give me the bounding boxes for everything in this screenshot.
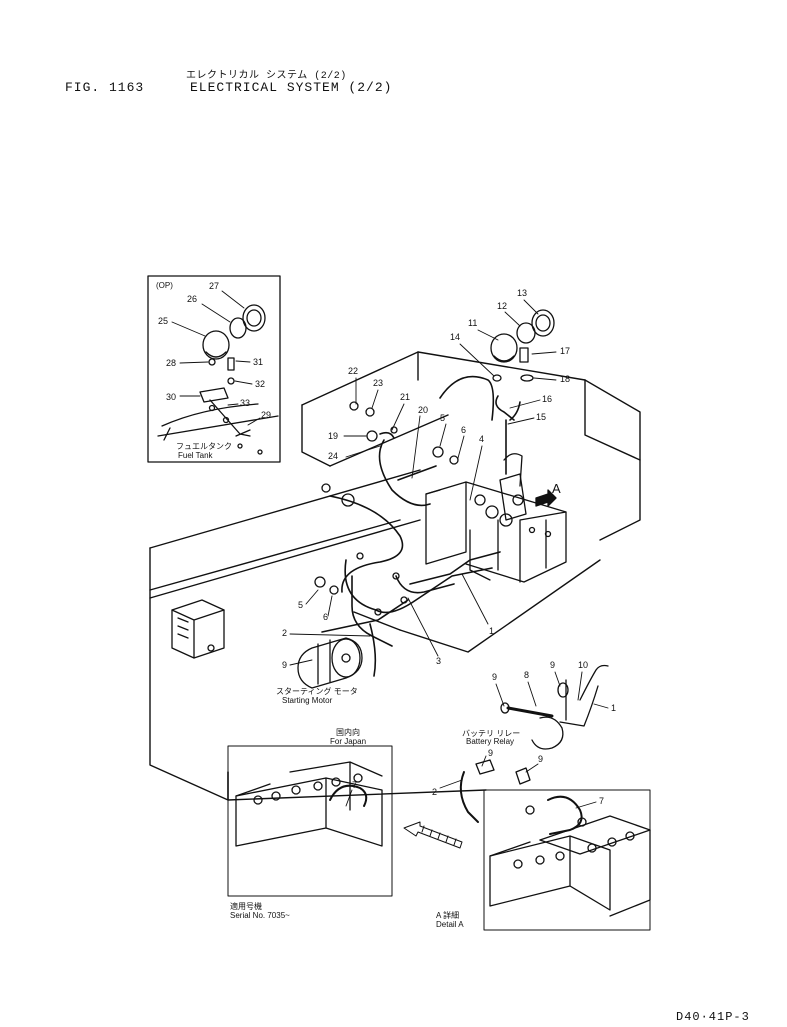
for-japan-label-jp: 国内向 — [336, 728, 360, 737]
callout-19: 19 — [328, 431, 339, 441]
callout-5-top: 5 — [440, 413, 446, 423]
callout-6-top: 6 — [461, 425, 467, 435]
starting-motor-label-en: Starting Motor — [282, 696, 333, 705]
battery-detail-a — [483, 789, 651, 931]
callout-21: 21 — [400, 392, 411, 402]
callout-33: 33 — [240, 398, 251, 408]
callout-2-loose: 2 — [432, 787, 438, 797]
callout-27: 27 — [209, 281, 220, 291]
callout-leaders — [289, 299, 609, 809]
title-japanese: エレクトリカル システム (2/2) — [186, 71, 347, 82]
battery-relay — [500, 664, 609, 750]
callout-10: 10 — [578, 660, 589, 670]
callout-17: 17 — [560, 346, 571, 356]
callout-11: 11 — [468, 318, 478, 328]
page-code: D40·41P-3 — [676, 1010, 750, 1024]
battery-relay-label-en: Battery Relay — [466, 737, 515, 746]
starting-motor-label-jp: スターティング モータ — [276, 687, 358, 696]
lamp-assembly — [490, 309, 555, 382]
callout-28: 28 — [166, 358, 177, 368]
callout-5: 5 — [298, 600, 304, 610]
callout-3: 3 — [436, 656, 442, 666]
callout-9: 9 — [282, 660, 288, 670]
inset-op-tag: (OP) — [156, 281, 173, 290]
serial-label-en: Serial No. 7035~ — [230, 911, 290, 920]
callout-18: 18 — [560, 374, 571, 384]
starting-motor — [297, 637, 363, 689]
figure-number: FIG. 1163 — [65, 80, 145, 95]
callout-24: 24 — [328, 451, 339, 461]
callout-29: 29 — [261, 410, 272, 420]
callout-9-relay: 9 — [550, 660, 556, 670]
callout-25: 25 — [158, 316, 169, 326]
harness-clamps — [314, 401, 459, 616]
inset-caption-jp: フュエルタンク — [176, 442, 232, 451]
callout-2: 2 — [282, 628, 288, 638]
callout-4: 4 — [479, 434, 485, 444]
callout-26: 26 — [187, 294, 198, 304]
callout-31: 31 — [253, 357, 264, 367]
callout-20: 20 — [418, 405, 429, 415]
callout-13: 13 — [517, 288, 528, 298]
serial-label-jp: 適用号機 — [230, 902, 262, 911]
callout-30: 30 — [166, 392, 177, 402]
callout-6: 6 — [323, 612, 329, 622]
wire-harness — [321, 375, 521, 677]
callout-9-cap: 9 — [488, 748, 494, 758]
detail-a-label-en: Detail A — [436, 920, 464, 929]
detail-a-label-jp: A 詳細 — [436, 911, 460, 920]
callout-12: 12 — [497, 301, 508, 311]
callout-7: 7 — [352, 780, 358, 790]
detail-pointer-arrow — [403, 821, 463, 849]
inset-leaders — [171, 290, 261, 426]
callout-32: 32 — [255, 379, 266, 389]
callout-1: 1 — [489, 626, 495, 636]
callout-9-cap2: 9 — [538, 754, 544, 764]
callout-14: 14 — [450, 332, 461, 342]
callout-9-left: 9 — [492, 672, 498, 682]
inset-fuel-tank-gauge — [157, 304, 279, 455]
callout-15: 15 — [536, 412, 547, 422]
battery-box-main — [425, 453, 567, 583]
callout-16: 16 — [542, 394, 553, 404]
inset-op-frame — [147, 275, 281, 463]
for-japan-label-en: For Japan — [330, 737, 367, 746]
view-arrow-a — [535, 489, 557, 507]
callout-1-relay: 1 — [611, 703, 617, 713]
callout-22: 22 — [348, 366, 359, 376]
cab-bracket — [171, 599, 225, 659]
battery-for-japan — [227, 745, 393, 897]
page-title: ELECTRICAL SYSTEM (2/2) — [190, 80, 393, 95]
view-marker-a: A — [552, 481, 561, 496]
callout-7-detail: 7 — [599, 796, 605, 806]
loose-cable-2 — [459, 759, 531, 823]
callout-8: 8 — [524, 670, 530, 680]
battery-relay-label-jp: バッテリ リレー — [462, 729, 521, 738]
callout-23: 23 — [373, 378, 384, 388]
inset-caption-en: Fuel Tank — [178, 451, 213, 460]
